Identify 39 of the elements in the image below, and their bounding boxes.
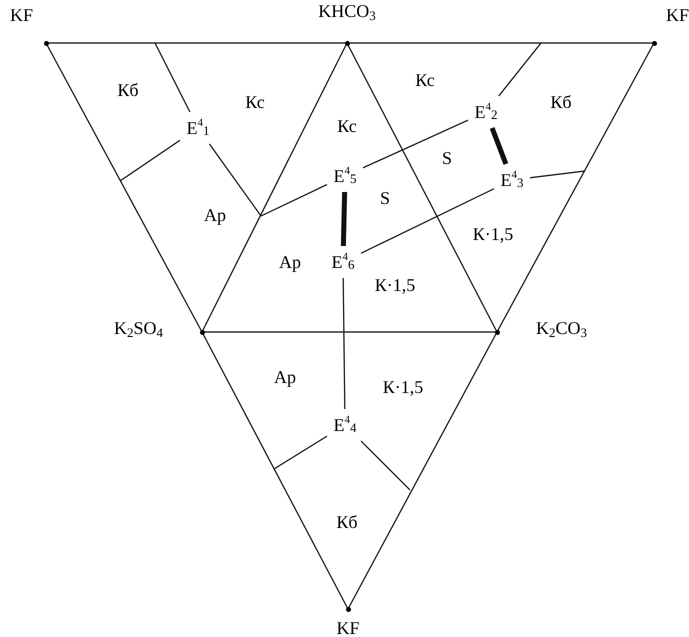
- boundary-line: [154, 42, 190, 112]
- boundary-line: [120, 140, 180, 182]
- boundary-line: [360, 188, 494, 254]
- boundary-line: [347, 332, 498, 610]
- boundary-line: [260, 184, 328, 217]
- thick-line: [490, 127, 508, 165]
- region-label: К·1,5: [382, 378, 424, 396]
- boundary-line: [347, 42, 654, 44]
- boundary-line: [342, 278, 346, 409]
- region-label: S: [380, 189, 390, 207]
- region-label: S: [442, 149, 452, 167]
- boundary-line: [530, 170, 586, 178]
- region-label: К·1,5: [374, 276, 416, 294]
- boundary-line: [201, 42, 348, 332]
- region-label: Кб: [550, 93, 572, 111]
- region-label: Кс: [415, 71, 435, 89]
- boundary-line: [360, 440, 410, 490]
- vertex-label: KHCO$_{3}$: [317, 2, 377, 20]
- vertex-label: KF: [666, 6, 689, 24]
- boundary-line: [274, 436, 328, 470]
- boundary-line: [498, 42, 542, 96]
- boundary-line: [496, 42, 655, 332]
- boundary-line: [46, 42, 347, 44]
- region-label: К·1,5: [472, 225, 514, 243]
- region-label: Ар: [274, 368, 296, 386]
- vertex-label: K$_{2}$SO$_{4}$: [114, 319, 164, 337]
- boundary-line: [202, 331, 497, 333]
- region-label: Ар: [279, 253, 301, 271]
- boundary-line: [208, 144, 262, 216]
- vertex-label: K$_{2}$CO$_{3}$: [536, 319, 587, 337]
- region-label: Ар: [204, 206, 226, 224]
- thick-line: [340, 192, 348, 246]
- vertex-label: KF: [10, 6, 34, 24]
- region-label: Кб: [336, 513, 358, 531]
- vertex-label: KF: [335, 619, 360, 637]
- region-label: Кс: [337, 117, 357, 135]
- region-label: Кс: [245, 93, 265, 111]
- region-label: Кб: [117, 81, 139, 99]
- boundary-line: [362, 120, 468, 168]
